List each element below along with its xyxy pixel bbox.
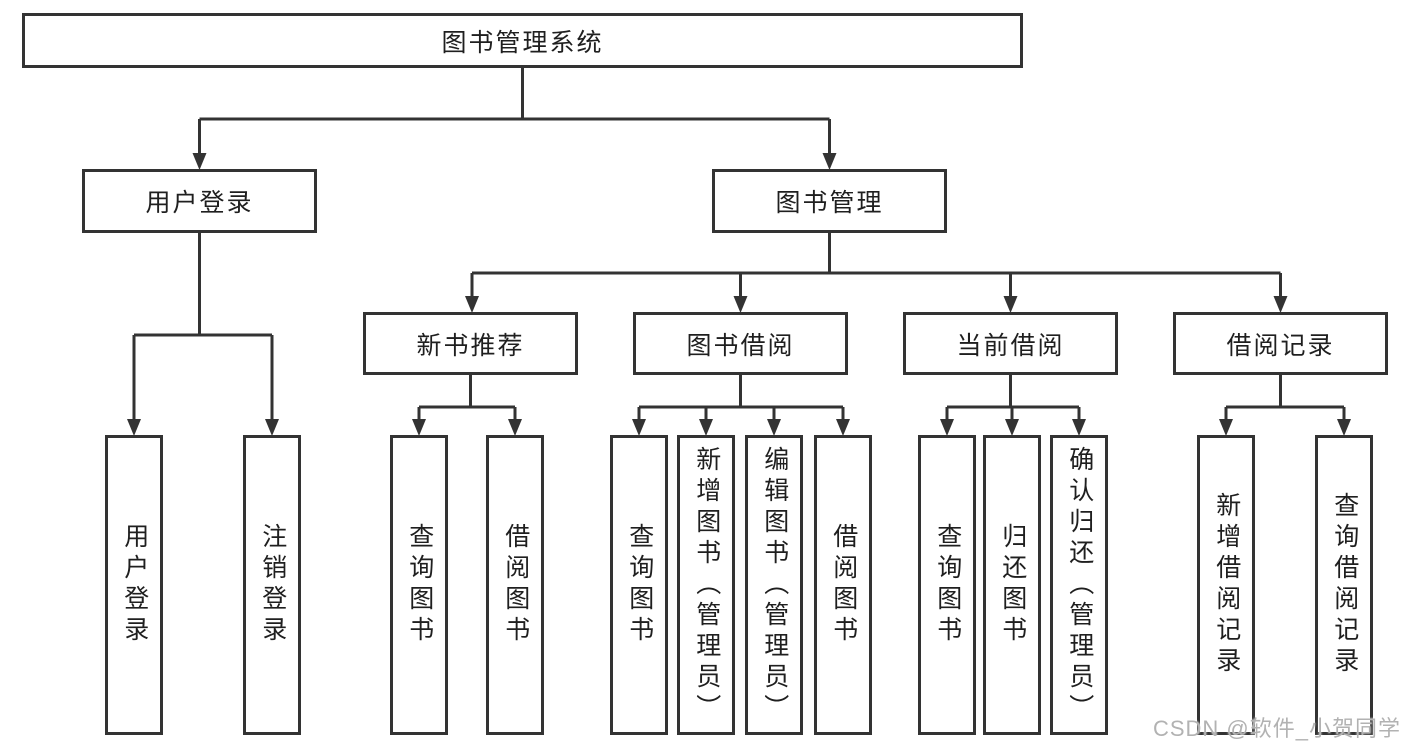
leaf-borrow-query-books: 查询图书 bbox=[610, 435, 668, 735]
leaf-add-borrow-record-label: 新增借阅记录 bbox=[1212, 492, 1241, 678]
leaf-current-query-books: 查询图书 bbox=[918, 435, 976, 735]
leaf-recommend-borrow-books-label: 借阅图书 bbox=[501, 523, 530, 647]
leaf-user-login-label: 用户登录 bbox=[120, 523, 149, 647]
node-user-login: 用户登录 bbox=[82, 169, 317, 233]
leaf-edit-books-admin-label: 编辑图书（管理员） bbox=[760, 445, 789, 725]
leaf-query-borrow-record: 查询借阅记录 bbox=[1315, 435, 1373, 735]
node-borrow-records: 借阅记录 bbox=[1173, 312, 1388, 375]
leaf-recommend-query-books-label: 查询图书 bbox=[405, 523, 434, 647]
csdn-watermark: CSDN @软件_小贺同学 bbox=[1152, 716, 1401, 741]
leaf-add-books-admin-label: 新增图书（管理员） bbox=[692, 445, 721, 725]
leaf-confirm-return-admin: 确认归还（管理员） bbox=[1050, 435, 1108, 735]
node-new-book-recommend: 新书推荐 bbox=[363, 312, 578, 375]
leaf-logout-label: 注销登录 bbox=[258, 523, 287, 647]
node-root-system: 图书管理系统 bbox=[22, 13, 1023, 68]
leaf-confirm-return-admin-label: 确认归还（管理员） bbox=[1065, 445, 1094, 725]
leaf-borrow-books: 借阅图书 bbox=[814, 435, 872, 735]
leaf-recommend-query-books: 查询图书 bbox=[390, 435, 448, 735]
leaf-borrow-books-label: 借阅图书 bbox=[829, 523, 858, 647]
leaf-recommend-borrow-books: 借阅图书 bbox=[486, 435, 544, 735]
leaf-add-borrow-record: 新增借阅记录 bbox=[1197, 435, 1255, 735]
leaf-add-books-admin: 新增图书（管理员） bbox=[677, 435, 735, 735]
arrowheads bbox=[127, 153, 1351, 436]
node-book-management: 图书管理 bbox=[712, 169, 947, 233]
node-current-borrow: 当前借阅 bbox=[903, 312, 1118, 375]
leaf-borrow-query-books-label: 查询图书 bbox=[625, 523, 654, 647]
leaf-user-login: 用户登录 bbox=[105, 435, 163, 735]
connector-paths bbox=[132, 68, 1346, 421]
leaf-query-borrow-record-label: 查询借阅记录 bbox=[1330, 492, 1359, 678]
node-book-borrow: 图书借阅 bbox=[633, 312, 848, 375]
leaf-edit-books-admin: 编辑图书（管理员） bbox=[745, 435, 803, 735]
leaf-return-books: 归还图书 bbox=[983, 435, 1041, 735]
leaf-logout: 注销登录 bbox=[243, 435, 301, 735]
leaf-current-query-books-label: 查询图书 bbox=[933, 523, 962, 647]
leaf-return-books-label: 归还图书 bbox=[998, 523, 1027, 647]
